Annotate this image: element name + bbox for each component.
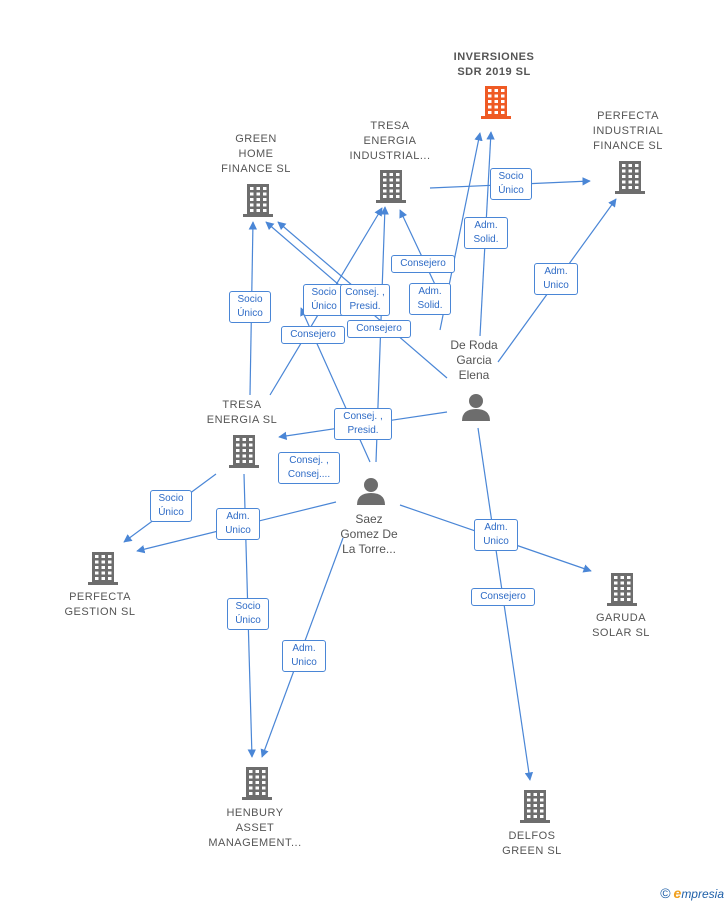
person-label-de-roda[interactable]: De Roda Garcia Elena: [450, 338, 498, 382]
brand-name: mpresia: [681, 887, 724, 901]
edge-label-adm-solid: Adm.Solid.: [464, 217, 508, 249]
edge-label-adm-unico: Adm.Unico: [216, 508, 260, 540]
edge-label-consej-consej: Consej. ,Consej....: [278, 452, 340, 484]
edges-layer: [123, 131, 617, 781]
copyright-icon: ©: [660, 885, 671, 901]
edge-label-adm-unico: Adm.Unico: [474, 519, 518, 551]
edge-label-adm-unico: Adm.Unico: [282, 640, 326, 672]
person-label-saez[interactable]: Saez Gomez De La Torre...: [340, 512, 398, 556]
building-icon-henbury[interactable]: [242, 767, 272, 800]
empresia-footer[interactable]: ©empresia: [660, 885, 724, 901]
company-label-garuda[interactable]: GARUDA SOLAR SL: [592, 612, 650, 639]
company-label-tresa-energia[interactable]: TRESA ENERGIA SL: [206, 399, 278, 426]
nodes-layer: [88, 86, 645, 823]
edge-label-consej-presid: Consej. ,Presid.: [340, 284, 390, 316]
building-icon-delfos[interactable]: [520, 790, 550, 823]
company-label-tresa-industrial[interactable]: TRESA ENERGIA INDUSTRIAL...: [349, 120, 431, 162]
company-label-perfecta-industrial[interactable]: PERFECTA INDUSTRIAL FINANCE SL: [592, 110, 664, 152]
company-label-perfecta-gestion[interactable]: PERFECTA GESTION SL: [64, 591, 136, 618]
company-label-henbury[interactable]: HENBURY ASSET MANAGEMENT...: [208, 807, 302, 849]
edge-line: [277, 221, 361, 293]
edge-label-consej-presid: Consej. ,Presid.: [334, 408, 392, 440]
edge-label-adm-unico: Adm.Unico: [534, 263, 578, 295]
brand-logo-letter: e: [673, 885, 682, 901]
edge-label-consejero: Consejero: [391, 255, 455, 273]
edge-label-consejero: Consejero: [471, 588, 535, 606]
person-icon-de-roda[interactable]: [462, 394, 490, 421]
building-icon-perfecta-industrial[interactable]: [615, 161, 645, 194]
company-label-green-home[interactable]: GREEN HOME FINANCE SL: [221, 133, 291, 175]
building-icon-green-home[interactable]: [243, 184, 273, 217]
building-icon-inversiones[interactable]: [481, 86, 511, 119]
building-icon-tresa-industrial[interactable]: [376, 170, 406, 203]
building-icon-tresa-energia[interactable]: [229, 435, 259, 468]
company-label-delfos[interactable]: DELFOS GREEN SL: [502, 830, 562, 857]
building-icon-perfecta-gestion[interactable]: [88, 552, 118, 585]
person-icon-saez[interactable]: [357, 478, 385, 505]
edge-label-adm-solid: Adm.Solid.: [409, 283, 451, 315]
edge-label-consejero: Consejero: [281, 326, 345, 344]
company-label-inversiones[interactable]: INVERSIONES SDR 2019 SL: [453, 51, 535, 78]
edge-label-consejero: Consejero: [347, 320, 411, 338]
building-icon-garuda[interactable]: [607, 573, 637, 606]
